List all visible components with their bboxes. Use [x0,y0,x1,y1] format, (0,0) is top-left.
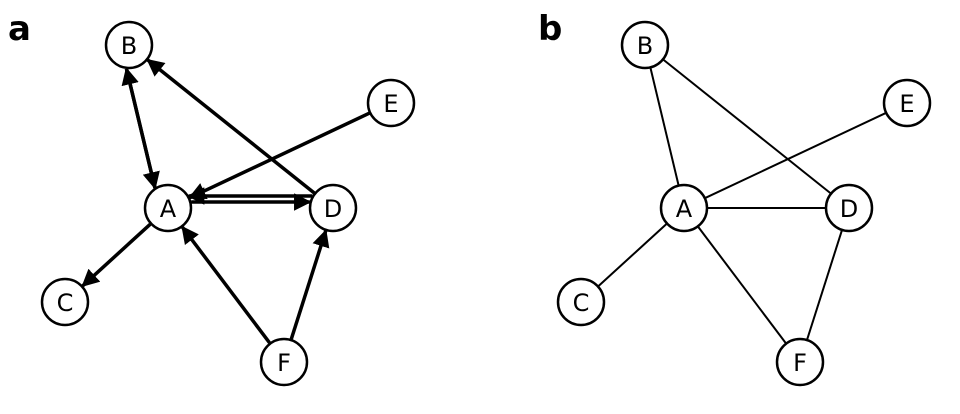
node-circle [556,277,606,327]
node-label: C [573,289,590,317]
node-circle [824,183,874,233]
node-label: D [324,195,342,223]
node-F: F [775,337,825,387]
edge-B-D [662,58,832,195]
node-E: E [366,78,416,128]
node-label: E [899,90,914,118]
node-circle [775,337,825,387]
node-circle [366,78,416,128]
edge-D-F [806,229,843,341]
node-label: B [121,32,137,60]
edge-A-C [597,222,668,288]
panel-label-a: a [8,9,31,49]
node-circle [104,20,154,70]
edge-B-A [124,68,160,190]
edge-B-A [649,67,680,186]
node-label: F [277,349,291,377]
node-D: D [824,183,874,233]
node-circle [882,78,932,128]
node-circle [620,20,670,70]
node-circle [259,337,309,387]
node-label: B [637,32,653,60]
edge-E-A [704,111,887,200]
node-label: A [160,195,177,223]
node-circle [659,183,709,233]
panel-a: aA B C D E F [8,9,416,387]
node-C: C [40,277,90,327]
node-B: B [620,20,670,70]
edge-D-B [146,58,316,195]
node-circle [308,183,358,233]
node-label: F [793,349,807,377]
edge-A-C [81,222,152,288]
node-label: E [383,90,398,118]
node-B: B [104,20,154,70]
node-circle [40,277,90,327]
edge-A-F [697,225,787,345]
node-A: A [659,183,709,233]
node-D: D [308,183,358,233]
panel-b: bA B C D E F [538,9,932,387]
panel-label-b: b [538,9,562,49]
edge-E-A [188,111,371,200]
node-circle [143,183,193,233]
node-E: E [882,78,932,128]
node-A: A [143,183,193,233]
node-C: C [556,277,606,327]
node-label: C [57,289,74,317]
node-label: D [840,195,858,223]
edge-F-D [289,229,330,340]
edge-F-A [181,225,271,344]
node-F: F [259,337,309,387]
node-label: A [676,195,693,223]
